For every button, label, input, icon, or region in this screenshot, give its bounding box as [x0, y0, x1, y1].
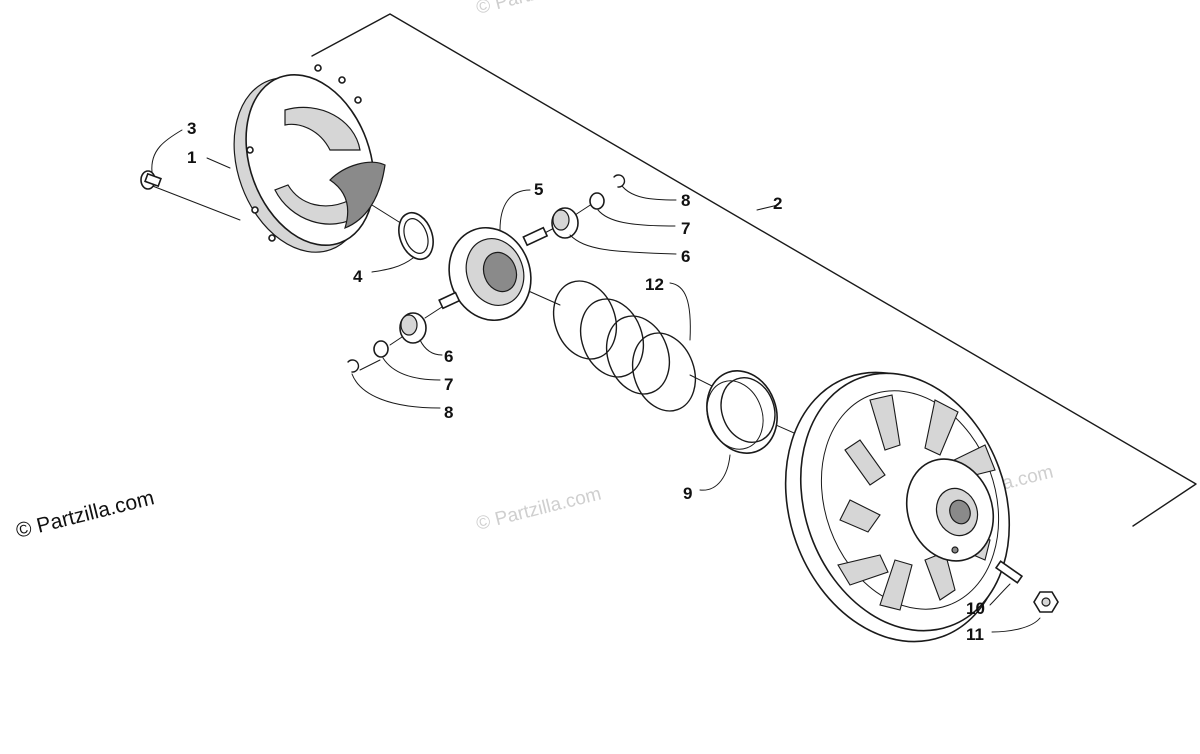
axis-line [359, 359, 381, 371]
callout-12: 12 [645, 275, 664, 294]
leader-line [756, 204, 779, 211]
watermark: © Partzilla.com [474, 484, 603, 535]
axis-line [149, 184, 241, 221]
callout-9: 9 [683, 484, 692, 503]
pin-part [994, 560, 1024, 584]
callout-11: 11 [966, 625, 984, 644]
sheave-half-part [233, 64, 386, 253]
e-clip-part [347, 359, 360, 373]
watermark: © Partzilla.com [474, 0, 603, 19]
callout-1: 1 [187, 148, 196, 167]
spider-housing-part [438, 226, 549, 322]
washer-part [589, 192, 605, 210]
roller-part [551, 207, 579, 239]
callout-7: 7 [681, 219, 690, 238]
callout-6: 6 [681, 247, 690, 266]
callout-2: 2 [773, 194, 782, 213]
screw-part [140, 170, 162, 190]
callout-7: 7 [444, 375, 453, 394]
callout-3: 3 [187, 119, 196, 138]
callout-10: 10 [966, 599, 985, 618]
assembly-bracket [311, 13, 1197, 527]
washer-part [373, 340, 389, 358]
e-clip-part [613, 174, 626, 188]
snap-ring-part [398, 211, 434, 261]
roller-part [399, 312, 427, 344]
callout-6: 6 [444, 347, 453, 366]
callout-5: 5 [534, 180, 543, 199]
driven-sheave-part [784, 371, 1011, 643]
callout-8: 8 [681, 191, 690, 210]
callout-4: 4 [353, 267, 363, 286]
seal-ring-part [706, 370, 778, 454]
leader-lines [151, 129, 1041, 633]
spring-part [552, 280, 697, 412]
copyright-text: © Partzilla.com [14, 486, 157, 543]
nut-part [1033, 591, 1059, 613]
callout-8: 8 [444, 403, 453, 422]
